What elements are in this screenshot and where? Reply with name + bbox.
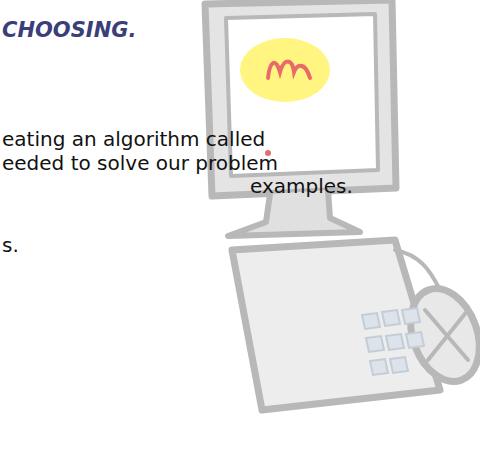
body-text: eating an algorithm called: [2, 128, 265, 150]
slide-title: CHOOSING.: [2, 18, 136, 42]
computer-sketch: [205, 0, 480, 410]
body-text: s.: [2, 234, 19, 256]
mouse-buttons: [425, 310, 468, 360]
body-text: examples.: [250, 175, 353, 197]
mouse-cable: [395, 250, 440, 290]
screen-red-squiggle: [268, 62, 310, 79]
mouse: [399, 279, 480, 391]
body-text: eeded to solve our problem: [2, 152, 278, 174]
screen-yellow-blob: [240, 38, 330, 102]
keyboard-keys: [362, 308, 424, 375]
